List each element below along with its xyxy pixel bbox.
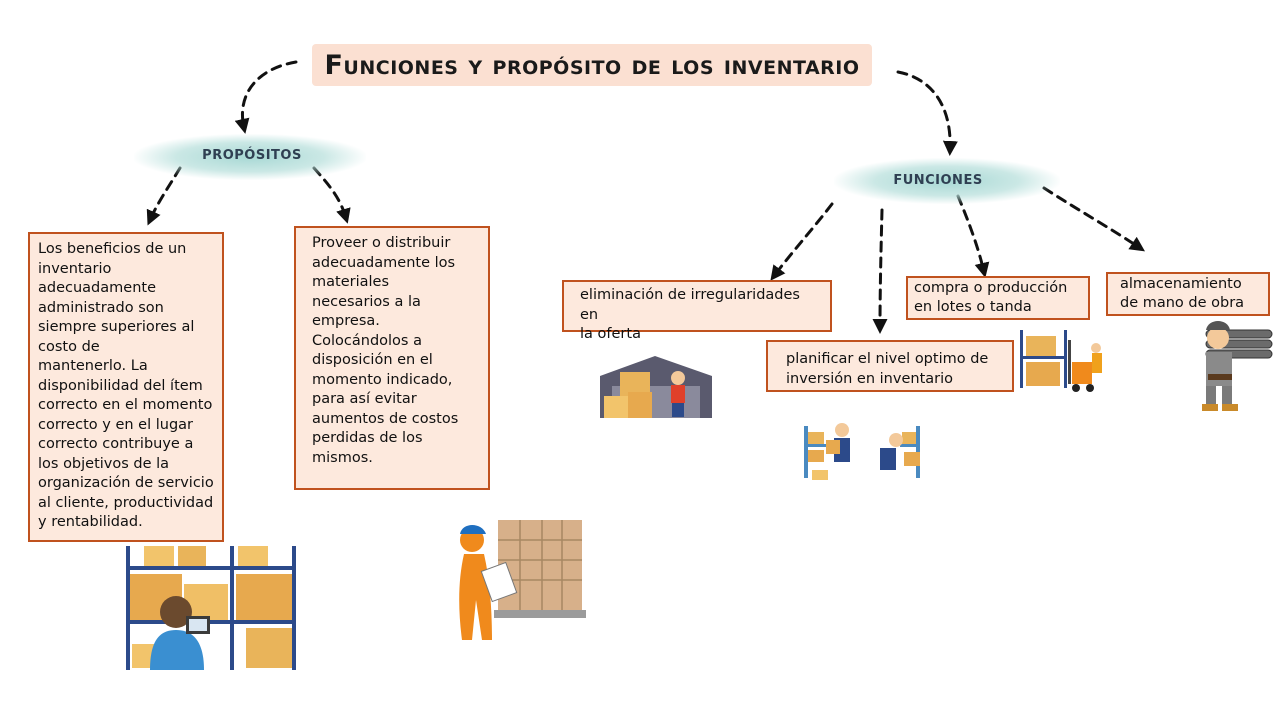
title-banner: Funciones y propósito de los inventario [312, 44, 872, 86]
arrow-funciones-to-box2 [872, 208, 888, 334]
funciones-brush [834, 158, 1060, 204]
proposito-text-2: Proveer o distribuir adecuadamente los m… [312, 235, 459, 466]
page-title: Funciones y propósito de los inventario [324, 49, 860, 81]
funciones-label: funciones [893, 167, 983, 189]
arrow-funciones-to-box4 [1042, 186, 1145, 252]
funcion-text-4: almacenamiento de mano de obra [1120, 276, 1245, 311]
propositos-label: propósitos [202, 142, 302, 164]
proposito-box-2: Proveer o distribuir adecuadamente los m… [294, 226, 490, 490]
funcion-box-4: almacenamiento de mano de obra [1106, 272, 1270, 316]
funcion-box-3: compra o producción en lotes o tanda [906, 276, 1090, 320]
arrow-funciones-to-box1 [770, 202, 834, 281]
proposito-text-1: Los beneficios de un inventario adecuada… [38, 241, 214, 530]
funcion-text-1: eliminación de irregularidades en la ofe… [580, 287, 800, 342]
funcion-text-2: planificar el nivel optimo de inversión … [786, 351, 989, 387]
funcion-box-1: eliminación de irregularidades en la ofe… [562, 280, 832, 342]
propositos-brush [134, 134, 366, 180]
funcion-text-3: compra o producción en lotes o tanda [914, 280, 1068, 315]
arrow-title-to-propositos [234, 60, 298, 134]
funcion-box-2: planificar el nivel optimo de inversión … [766, 340, 1014, 392]
arrow-title-to-funciones [896, 70, 958, 156]
proposito-box-1: Los beneficios de un inventario adecuada… [28, 232, 224, 542]
